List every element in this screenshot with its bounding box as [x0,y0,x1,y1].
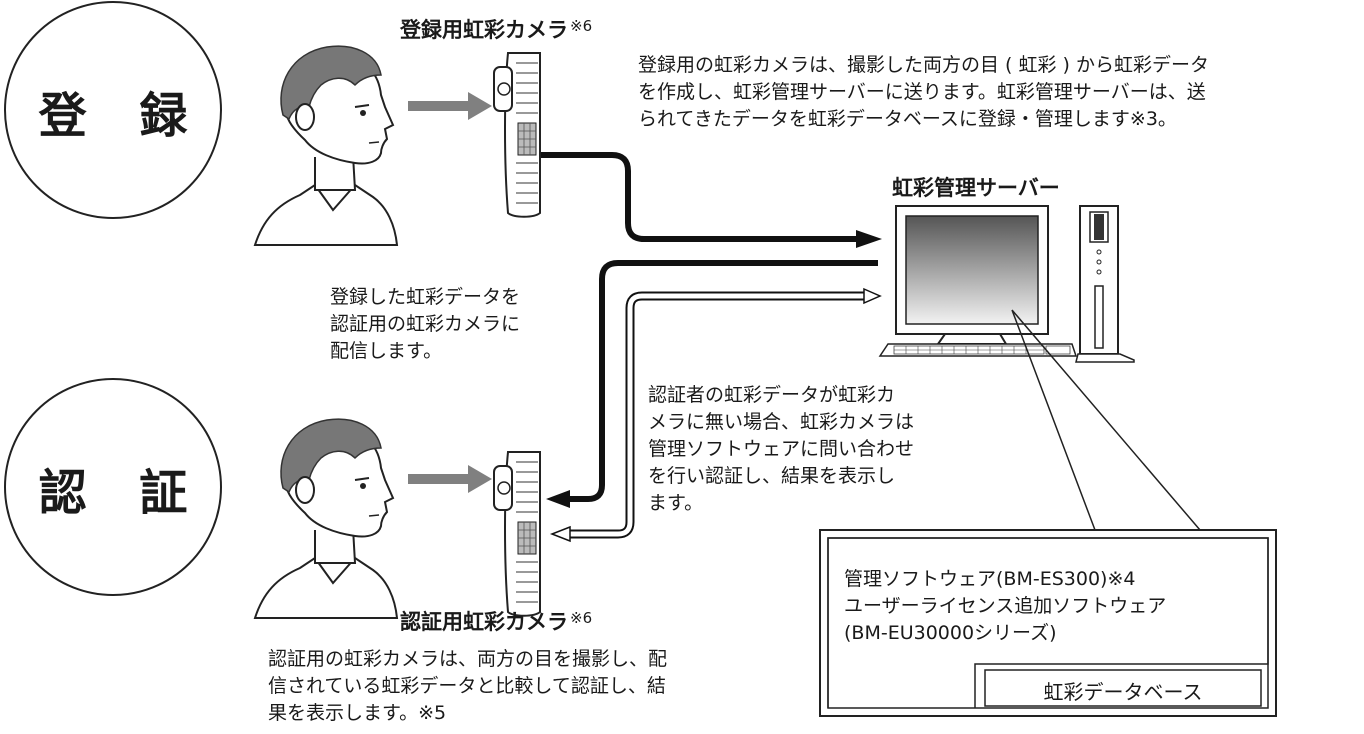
server-title: 虹彩管理サーバー [892,176,1060,200]
registration-camera-note: ※6 [570,17,593,35]
software-name: 管理ソフトウェア(BM-ES300)※4 [844,568,1136,590]
database-box [984,669,1262,707]
query-description-line: ます。 [648,492,704,514]
registration-label: 登 録 [38,88,206,144]
registration-camera-title-text: 登録用虹彩カメラ [400,18,568,42]
authentication-description-line: 認証用の虹彩カメラは、両方の目を撮影し、配 [268,648,668,670]
query-path [549,287,882,543]
authentication-description-line: 信されている虹彩データと比較して認証し、結 [268,675,666,697]
distribution-description-line: 認証用の虹彩カメラに [330,313,521,335]
authentication-label: 認 証 [38,465,206,521]
registration-to-server-arrowhead [856,230,882,248]
registration-gray-arrow [408,92,492,120]
software-box-text: 管理ソフトウェア(BM-ES300)※4 ユーザーライセンス追加ソフトウェア (… [844,566,1166,647]
distribution-description-line: 登録した虹彩データを [330,286,521,308]
registration-description: 登録用の虹彩カメラは、撮影した両方の目 ( 虹彩 ) から虹彩データ を作成し、… [638,52,1209,133]
distribution-description-line: 配信します。 [330,340,443,362]
authentication-camera-title-text: 認証用虹彩カメラ [400,610,568,634]
registration-description-line: 登録用の虹彩カメラは、撮影した両方の目 ( 虹彩 ) から虹彩データ [638,54,1209,76]
registration-to-server-line [541,152,858,242]
authentication-person [254,418,398,619]
registration-person [254,45,398,247]
registration-camera-title: 登録用虹彩カメラ※6 [400,14,592,44]
registration-circle [4,1,222,219]
software-box-notch [827,537,1269,708]
authentication-circle [4,378,222,596]
database-label: 虹彩データベース [1043,680,1203,704]
query-description-line: 管理ソフトウェアに問い合わせ [648,438,915,460]
authentication-camera-title: 認証用虹彩カメラ※6 [400,606,592,636]
server-computer [878,205,1135,363]
server-to-authentication-line [566,260,878,502]
distribution-description: 登録した虹彩データを 認証用の虹彩カメラに 配信します。 [330,284,520,365]
license-software-name: ユーザーライセンス追加ソフトウェア [844,595,1167,617]
server-to-authentication-arrowhead [546,490,570,508]
registration-description-line: を作成し、虹彩管理サーバーに送ります。虹彩管理サーバーは、送 [638,81,1206,103]
authentication-description-line: 果を表示します。※5 [268,702,447,724]
authentication-description: 認証用の虹彩カメラは、両方の目を撮影し、配 信されている虹彩データと比較して認証… [268,646,667,727]
license-software-series: (BM-EU30000シリーズ) [844,622,1057,644]
query-description-line: メラに無い場合、虹彩カメラは [648,411,915,433]
query-description: 認証者の虹彩データが虹彩カ メラに無い場合、虹彩カメラは 管理ソフトウェアに問い… [648,382,914,517]
query-description-line: 認証者の虹彩データが虹彩カ [648,384,896,406]
query-description-line: を行い認証し、結果を表示し [648,465,896,487]
authentication-gray-arrow [408,465,492,493]
callout-lines [1011,309,1201,531]
authentication-camera-note: ※6 [570,609,593,627]
authentication-camera [493,451,541,617]
registration-description-line: られてきたデータを虹彩データベースに登録・管理します※3。 [638,108,1177,130]
registration-camera [493,52,541,218]
